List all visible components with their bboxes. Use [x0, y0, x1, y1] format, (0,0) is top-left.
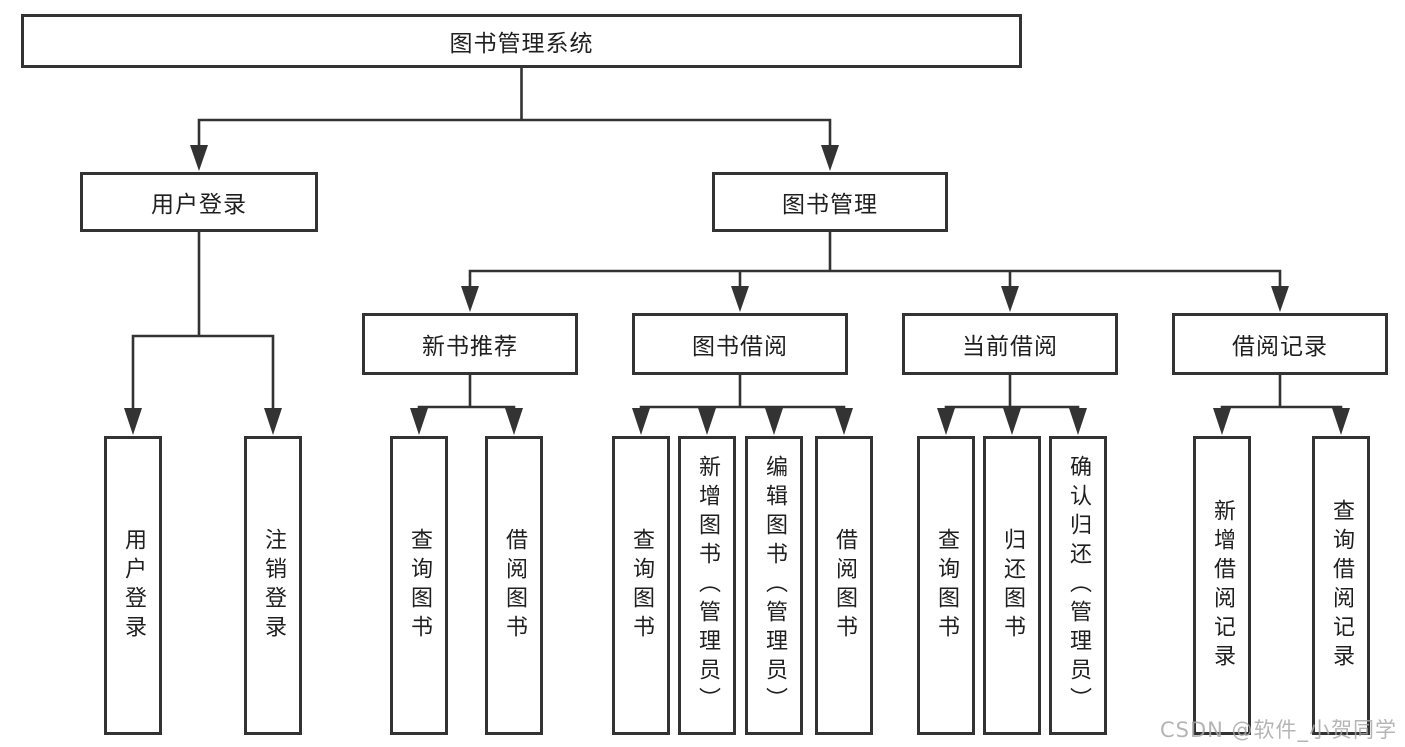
- node-book-borrow: 图书借阅: [632, 313, 848, 375]
- connector-new-book-to-leaves: [417, 375, 516, 410]
- connector-borrow-records-to-leaves: [1220, 375, 1343, 410]
- node-book-management: 图书管理: [712, 172, 948, 232]
- leaf-label: 确认归还（管理员）: [1066, 455, 1091, 716]
- leaf-label: 编辑图书（管理员）: [762, 455, 787, 716]
- connector-root-to-level2: [197, 68, 832, 147]
- leaf-label: 归还图书: [1000, 527, 1025, 644]
- arrowhead-icon: [1271, 286, 1289, 312]
- leaf-bb-edit-books-admin: 编辑图书（管理员）: [745, 436, 803, 735]
- arrowhead-icon: [765, 408, 783, 435]
- connector-book-mgmt-to-level3: [468, 232, 1282, 288]
- arrowhead-icon: [632, 408, 650, 435]
- arrowhead-icon: [1003, 408, 1021, 435]
- arrowhead-icon: [698, 408, 716, 435]
- node-user-login: 用户登录: [80, 172, 318, 232]
- leaf-label: 注销登录: [261, 527, 286, 644]
- node-borrow-records: 借阅记录: [1172, 313, 1388, 375]
- leaf-cb-return-books: 归还图书: [983, 436, 1041, 735]
- leaf-label: 用户登录: [121, 527, 146, 644]
- leaf-label: 借阅图书: [832, 527, 857, 644]
- leaf-user-login: 用户登录: [104, 436, 162, 735]
- arrowhead-icon: [937, 408, 955, 435]
- leaf-logout: 注销登录: [244, 436, 302, 735]
- connector-book-borrow-to-leaves: [639, 375, 846, 410]
- csdn-watermark: CSDN @软件_小贺同学: [1160, 718, 1398, 742]
- arrowhead-icon: [1001, 286, 1019, 312]
- arrowhead-icon: [1069, 408, 1087, 435]
- connector-current-borrow-to-leaves: [944, 375, 1080, 410]
- node-new-book-recommend: 新书推荐: [362, 313, 578, 375]
- leaf-cb-confirm-return-admin: 确认归还（管理员）: [1049, 436, 1107, 735]
- leaf-label: 新增借阅记录: [1210, 498, 1235, 673]
- connector-user-login-to-leaves: [131, 232, 275, 410]
- leaf-br-add-record: 新增借阅记录: [1193, 436, 1251, 735]
- leaf-label: 新增图书（管理员）: [695, 455, 720, 716]
- arrowhead-icon: [264, 408, 282, 435]
- leaf-nb-query-books: 查询图书: [390, 436, 448, 735]
- leaf-label: 查询图书: [407, 527, 432, 644]
- arrowhead-icon: [1332, 408, 1350, 435]
- arrowhead-icon: [821, 145, 839, 171]
- leaf-nb-borrow-books: 借阅图书: [485, 436, 543, 735]
- arrowhead-icon: [835, 408, 853, 435]
- leaf-label: 借阅图书: [502, 527, 527, 644]
- leaf-bb-query-books: 查询图书: [612, 436, 670, 735]
- leaf-cb-query-books: 查询图书: [917, 436, 975, 735]
- leaf-label: 查询图书: [934, 527, 959, 644]
- leaf-bb-add-books-admin: 新增图书（管理员）: [678, 436, 736, 735]
- leaf-label: 查询借阅记录: [1329, 498, 1354, 673]
- arrowhead-icon: [731, 286, 749, 312]
- arrowhead-icon: [410, 408, 428, 435]
- leaf-bb-borrow-books: 借阅图书: [815, 436, 873, 735]
- arrowhead-icon: [461, 286, 479, 312]
- arrowhead-icon: [124, 408, 142, 435]
- arrowhead-icon: [1213, 408, 1231, 435]
- leaf-label: 查询图书: [629, 527, 654, 644]
- node-current-borrow: 当前借阅: [902, 313, 1118, 375]
- arrowhead-icon: [190, 145, 208, 171]
- node-library-system: 图书管理系统: [21, 14, 1022, 68]
- leaf-br-query-record: 查询借阅记录: [1312, 436, 1370, 735]
- arrowhead-icon: [505, 408, 523, 435]
